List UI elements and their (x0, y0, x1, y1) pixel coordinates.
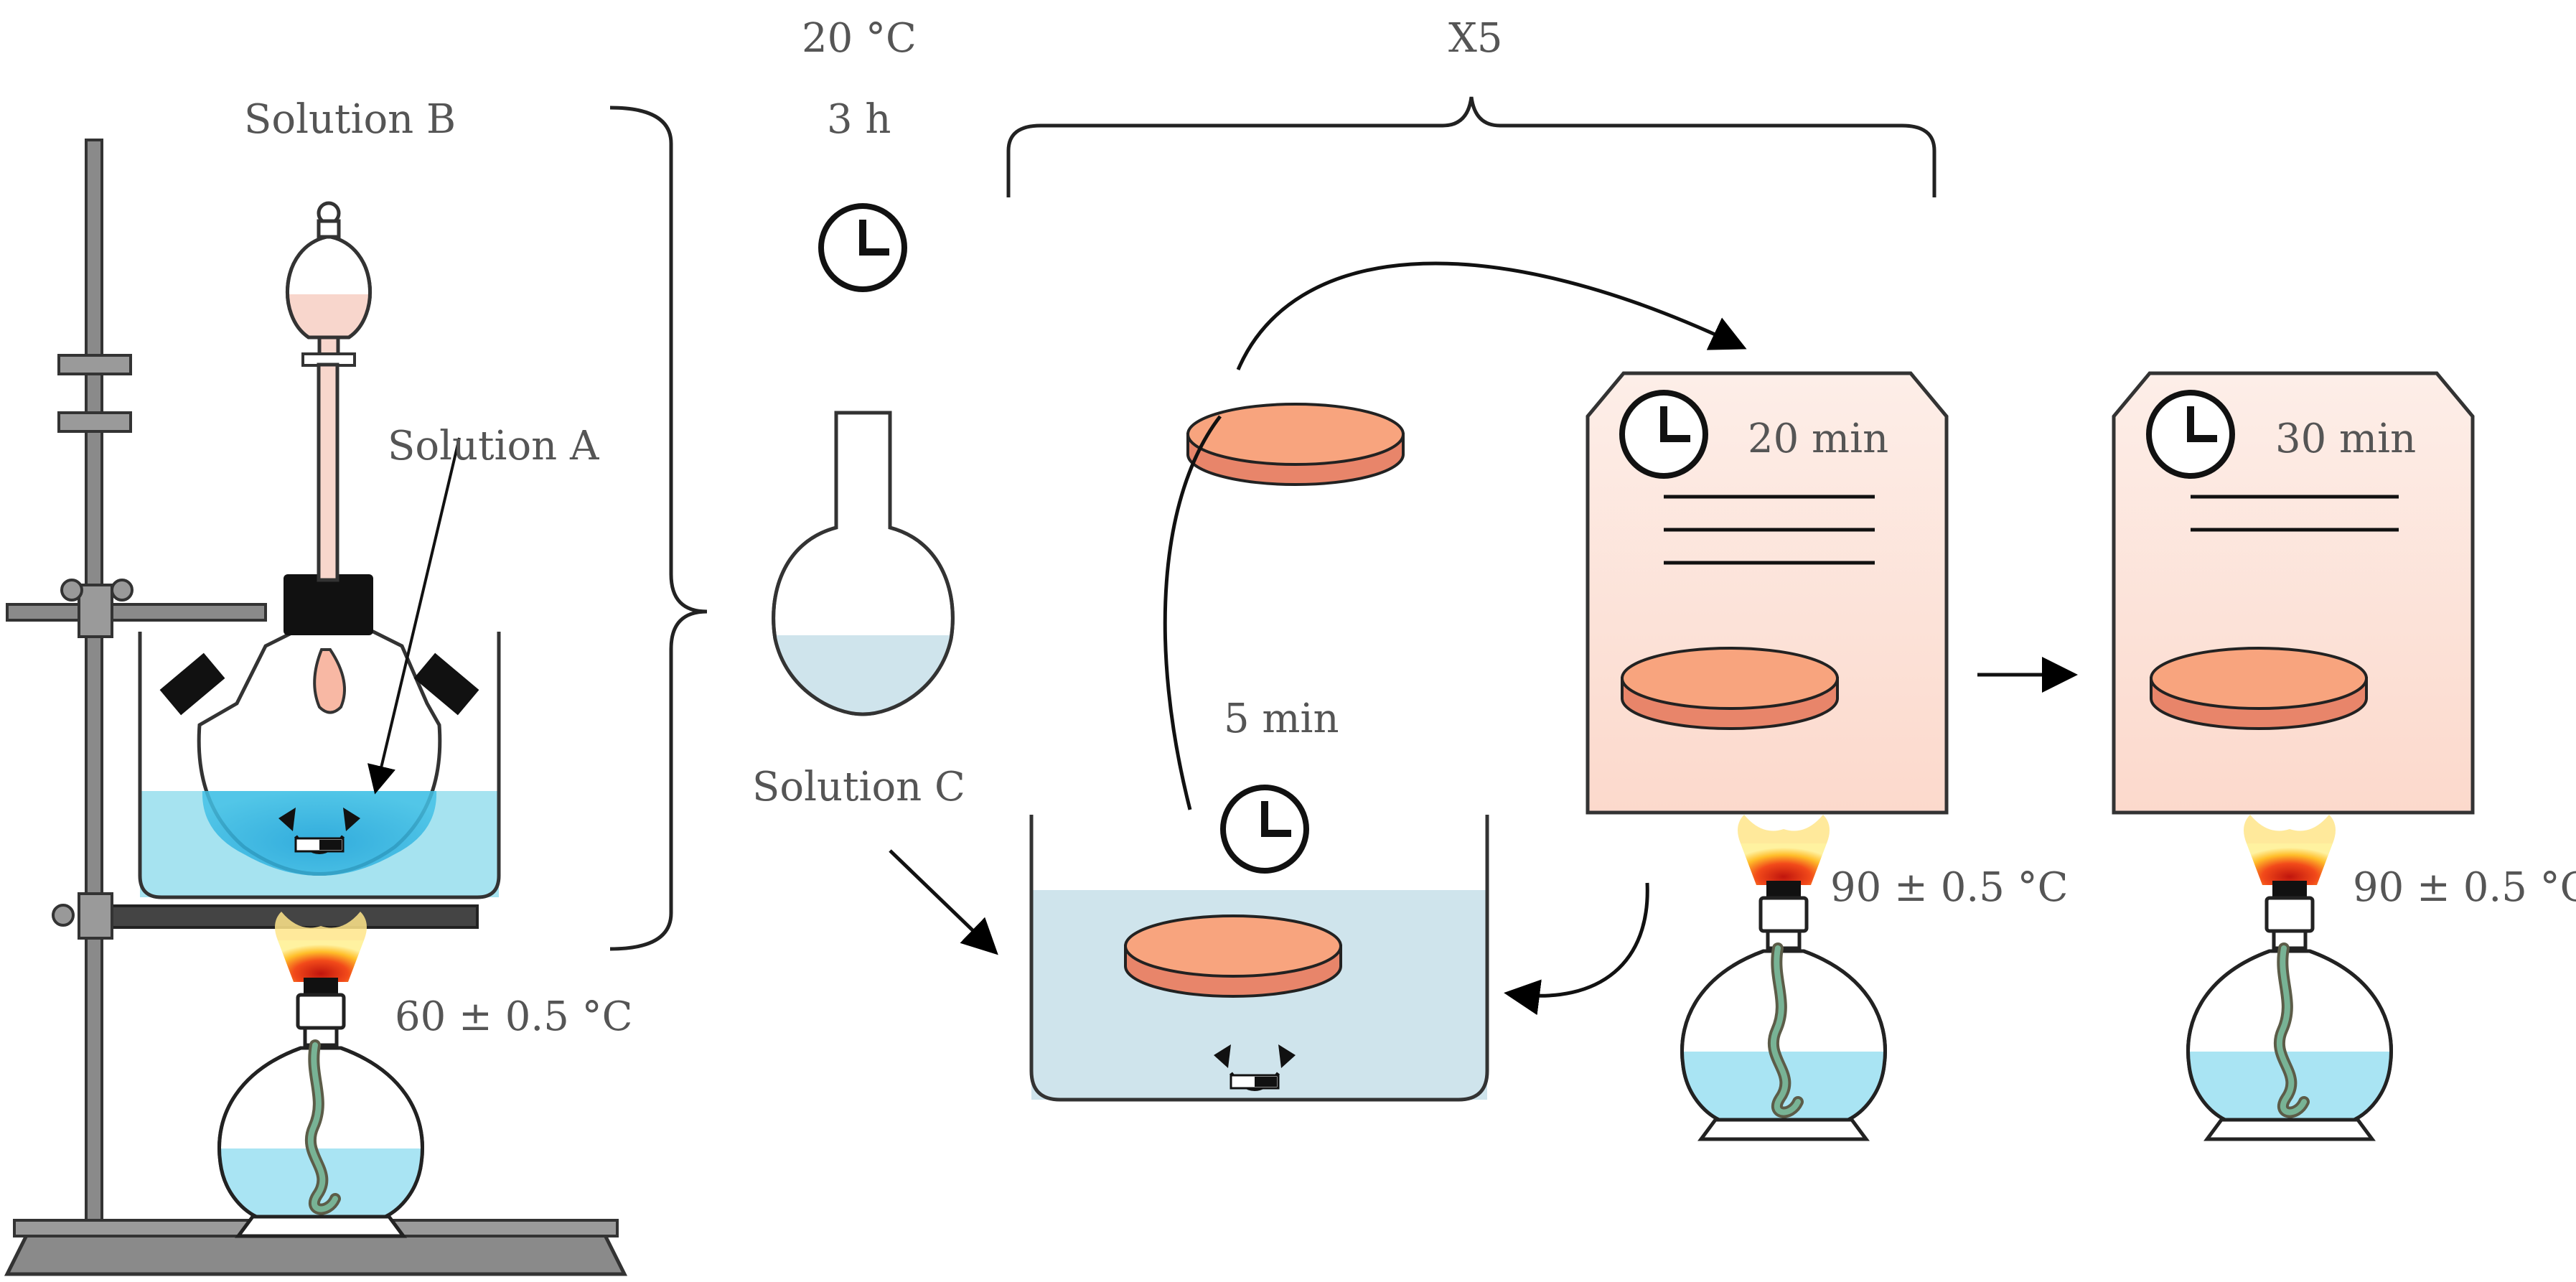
clock-icon-aging (821, 206, 904, 289)
arrow-lift-disc (1163, 415, 1222, 810)
burner-oven-2 (2188, 815, 2391, 1139)
clock-icon-dry1 (1622, 393, 1705, 476)
oven-1-lines (1664, 495, 1875, 565)
label-temp-aging: 20 °C (802, 15, 917, 62)
label-solution-c: Solution C (752, 764, 965, 810)
arrow-return (1504, 882, 1649, 1016)
oven-2-lines (2191, 495, 2399, 532)
disc-oven-2 (2150, 647, 2368, 730)
brace-repeat (1006, 96, 1936, 197)
magnetic-stirrer-icon (1214, 1044, 1296, 1091)
round-bottom-flask (772, 411, 955, 716)
retort-stand (4, 139, 628, 1276)
arrow-solution-a (367, 437, 461, 795)
label-repeat: X5 (1448, 15, 1503, 62)
label-time-dry2: 30 min (2275, 416, 2416, 462)
label-temp-dry1: 90 ± 0.5 °C (1830, 864, 2069, 911)
label-solution-b: Solution B (244, 96, 456, 143)
clock-icon-dry2 (2149, 393, 2232, 476)
disc-in-solution (1124, 914, 1342, 998)
label-temp-reaction: 60 ± 0.5 °C (395, 993, 633, 1040)
clock-icon-dip (1223, 787, 1306, 871)
dropping-funnel (286, 201, 372, 582)
magnetic-stirrer-icon (278, 808, 360, 854)
brace-left-group (609, 106, 708, 951)
disc-oven-1 (1621, 647, 1839, 730)
label-time-dry1: 20 min (1748, 416, 1888, 462)
burner-left (219, 912, 422, 1236)
arrow-solution-c (889, 849, 998, 955)
arrow-to-oven-1 (1236, 261, 1747, 370)
label-temp-dry2: 90 ± 0.5 °C (2353, 864, 2576, 911)
disc-lifted (1186, 403, 1405, 486)
label-time-aging: 3 h (827, 96, 891, 143)
label-time-dip: 5 min (1224, 696, 1339, 742)
three-neck-flask (159, 574, 479, 876)
burner-oven-1 (1682, 815, 1885, 1139)
label-solution-a: Solution A (388, 423, 599, 469)
